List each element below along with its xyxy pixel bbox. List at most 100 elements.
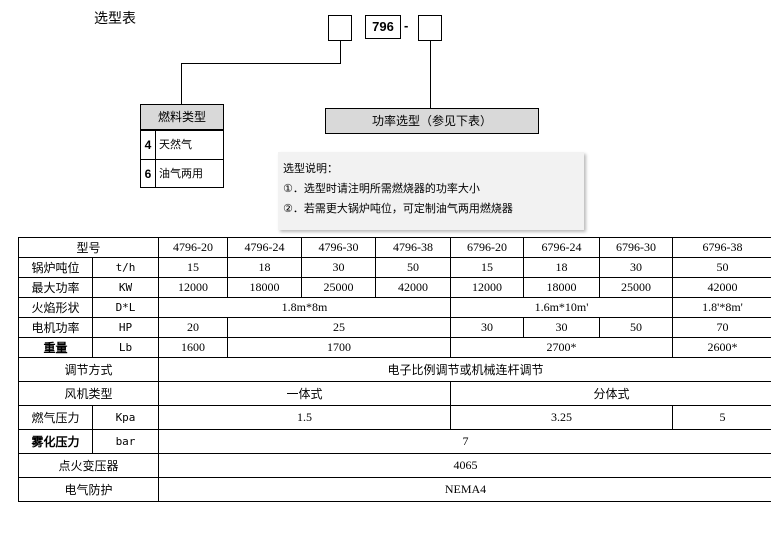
value-cell: 18000 xyxy=(523,277,601,298)
value-cell: 1.6m*10m' xyxy=(450,297,674,318)
connector-line xyxy=(430,41,431,108)
table-row: 调节方式 电子比例调节或机械连杆调节 xyxy=(17,357,771,382)
table-row: 点火变压器 4065 xyxy=(17,453,771,478)
table-row: 重量 Lb 1600 1700 2700* 2600* xyxy=(18,337,771,358)
row-label: 电气防护 xyxy=(17,477,160,502)
page-title: 选型表 xyxy=(94,11,136,27)
row-label: 火焰形状 xyxy=(18,297,93,318)
model-cell: 4796-30 xyxy=(301,237,377,258)
value-cell: 15 xyxy=(450,257,525,278)
row-label: 锅炉吨位 xyxy=(18,257,93,278)
row-label: 雾化压力 xyxy=(18,429,93,454)
value-cell: 5 xyxy=(672,405,771,430)
model-cell: 4796-24 xyxy=(227,237,303,258)
connector-line xyxy=(340,41,341,64)
code-slot-power xyxy=(418,15,442,41)
value-cell: 30 xyxy=(450,317,525,338)
value-cell: 50 xyxy=(599,317,674,338)
row-unit: HP xyxy=(91,317,160,338)
row-label: 调节方式 xyxy=(17,357,160,382)
row-unit: bar xyxy=(91,429,160,454)
value-cell: 50 xyxy=(672,257,771,278)
value-cell: 15 xyxy=(158,257,229,278)
fuel-item-label: 天然气 xyxy=(159,138,192,151)
table-row: 型号 4796-20 4796-24 4796-30 4796-38 6796-… xyxy=(17,237,771,258)
fuel-item: 6 油气两用 xyxy=(141,160,223,188)
row-unit: Lb xyxy=(91,337,160,358)
note-line: ②．若需更大锅炉吨位，可定制油气两用燃烧器 xyxy=(283,202,513,215)
model-cell: 6796-24 xyxy=(523,237,601,258)
model-cell: 4796-38 xyxy=(375,237,452,258)
value-cell: 1700 xyxy=(227,337,452,358)
code-dash: - xyxy=(404,18,409,33)
table-row: 雾化压力 bar 7 xyxy=(18,429,771,454)
header-label: 型号 xyxy=(17,237,160,258)
value-cell: 42000 xyxy=(672,277,771,298)
spec-table: 型号 4796-20 4796-24 4796-30 4796-38 6796-… xyxy=(17,237,771,502)
value-cell: 3.25 xyxy=(450,405,674,430)
fuel-item-num: 4 xyxy=(141,131,156,159)
table-row: 锅炉吨位 t/h 15 18 30 50 15 18 30 50 xyxy=(18,257,771,278)
value-cell: 12000 xyxy=(158,277,229,298)
connector-line xyxy=(181,63,182,104)
power-selection-box: 功率选型（参见下表） xyxy=(325,108,539,134)
value-cell: 18 xyxy=(227,257,303,278)
row-label: 风机类型 xyxy=(17,381,160,406)
row-label: 最大功率 xyxy=(18,277,93,298)
value-cell: 电子比例调节或机械连杆调节 xyxy=(158,357,771,382)
fuel-type-header: 燃料类型 xyxy=(140,104,224,130)
value-cell: 2700* xyxy=(450,337,674,358)
value-cell: 18000 xyxy=(227,277,303,298)
table-row: 电气防护 NEMA4 xyxy=(17,477,771,502)
row-label: 重量 xyxy=(18,337,93,358)
model-cell: 4796-20 xyxy=(158,237,229,258)
value-cell: 30 xyxy=(523,317,601,338)
fuel-item-label: 油气两用 xyxy=(159,167,203,180)
row-label: 燃气压力 xyxy=(18,405,93,430)
model-cell: 6796-30 xyxy=(599,237,674,258)
value-cell: 一体式 xyxy=(158,381,452,406)
value-cell: 2600* xyxy=(672,337,771,358)
fuel-type-list: 4 天然气 6 油气两用 xyxy=(140,130,224,188)
row-label: 点火变压器 xyxy=(17,453,160,478)
row-unit: KW xyxy=(91,277,160,298)
value-cell: 1600 xyxy=(158,337,229,358)
fuel-item-num: 6 xyxy=(141,160,156,188)
value-cell: 7 xyxy=(158,429,771,454)
value-cell: 25 xyxy=(227,317,452,338)
code-slot-fuel xyxy=(328,15,352,41)
value-cell: 30 xyxy=(301,257,377,278)
model-cell: 6796-38 xyxy=(672,237,771,258)
row-label: 电机功率 xyxy=(18,317,93,338)
value-cell: 4065 xyxy=(158,453,771,478)
model-cell: 6796-20 xyxy=(450,237,525,258)
value-cell: 1.5 xyxy=(158,405,452,430)
table-row: 风机类型 一体式 分体式 xyxy=(17,381,771,406)
row-unit: t/h xyxy=(91,257,160,278)
row-unit: Kpa xyxy=(91,405,160,430)
notes-title: 选型说明： xyxy=(283,162,338,175)
connector-line xyxy=(181,63,341,64)
value-cell: 50 xyxy=(375,257,452,278)
model-code-box: 796 xyxy=(365,15,401,39)
value-cell: 1.8'*8m' xyxy=(672,297,771,318)
value-cell: 30 xyxy=(599,257,674,278)
value-cell: 25000 xyxy=(599,277,674,298)
value-cell: 12000 xyxy=(450,277,525,298)
value-cell: 1.8m*8m xyxy=(158,297,452,318)
value-cell: 20 xyxy=(158,317,229,338)
value-cell: 42000 xyxy=(375,277,452,298)
table-row: 火焰形状 D*L 1.8m*8m 1.6m*10m' 1.8'*8m' xyxy=(18,297,771,318)
row-unit: D*L xyxy=(91,297,160,318)
value-cell: 70 xyxy=(672,317,771,338)
value-cell: NEMA4 xyxy=(158,477,771,502)
note-line: ①．选型时请注明所需燃烧器的功率大小 xyxy=(283,182,480,195)
table-row: 电机功率 HP 20 25 30 30 50 70 xyxy=(18,317,771,338)
selection-notes: 选型说明： ①．选型时请注明所需燃烧器的功率大小 ②．若需更大锅炉吨位，可定制油… xyxy=(278,152,584,230)
table-row: 燃气压力 Kpa 1.5 3.25 5 xyxy=(18,405,771,430)
value-cell: 25000 xyxy=(301,277,377,298)
value-cell: 分体式 xyxy=(450,381,771,406)
value-cell: 18 xyxy=(523,257,601,278)
table-row: 最大功率 KW 12000 18000 25000 42000 12000 18… xyxy=(18,277,771,298)
fuel-item: 4 天然气 xyxy=(141,131,223,160)
